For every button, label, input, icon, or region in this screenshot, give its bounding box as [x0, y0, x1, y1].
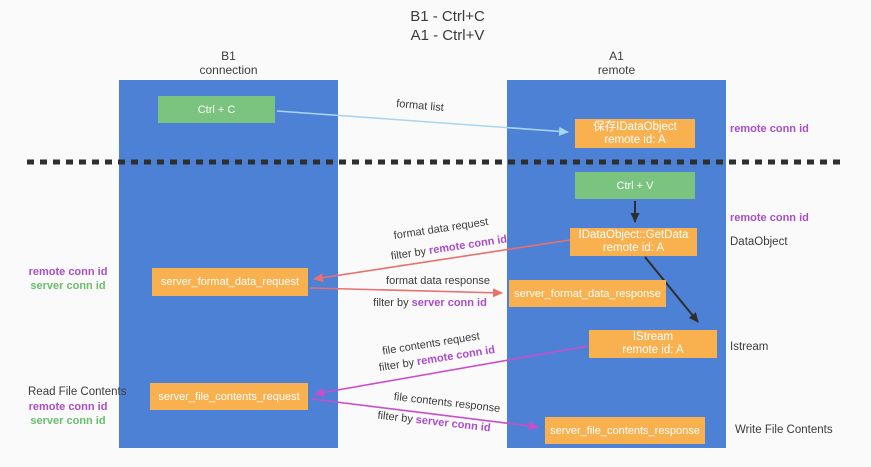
title-line-2: A1 - Ctrl+V: [410, 27, 485, 44]
save-idataobject-line2: remote id: A: [604, 133, 666, 146]
server-file-contents-response-label: server_file_contents_response: [550, 424, 700, 437]
save-idataobject-line1: 保存IDataObject: [593, 120, 677, 133]
server-file-contents-request-box: server_file_contents_request: [150, 383, 308, 410]
lane-a1-name: A1: [609, 49, 624, 63]
write-file-contents-annotation: Write File Contents: [735, 424, 833, 436]
lane-b1-name: B1: [221, 49, 236, 63]
dataobject-annotation: DataObject: [730, 236, 788, 248]
server-format-data-response-label: server_format_data_response: [514, 287, 661, 300]
save-idataobject-box: 保存IDataObject remote id: A: [575, 119, 695, 148]
remote-conn-id-text: remote conn id: [28, 401, 108, 413]
title-line-1: B1 - Ctrl+C: [410, 8, 485, 25]
format-data-response-arrow: [309, 287, 503, 298]
diagram-title: B1 - Ctrl+C A1 - Ctrl+V: [24, 7, 871, 45]
istream-annotation: Istream: [730, 341, 769, 353]
ctrl-c-label: Ctrl + C: [197, 103, 236, 116]
server-file-contents-response-box: server_file_contents_response: [545, 417, 705, 444]
remote-conn-id-annotation-mid: remote conn id: [730, 212, 809, 224]
read-file-contents-annotation: Read File Contents: [28, 386, 127, 398]
left-bottom-conn-id-annotation: remote conn id server conn id: [18, 400, 118, 428]
getdata-to-istream-arrow: [644, 256, 699, 323]
server-conn-id-text: server conn id: [411, 297, 487, 309]
server-conn-id-text: server conn id: [30, 280, 106, 292]
file-contents-request-arrow: [314, 345, 589, 397]
file-contents-response-arrow: [311, 398, 539, 431]
lane-header-b1: B1 connection: [119, 49, 338, 77]
lane-header-a1: A1 remote: [507, 49, 726, 77]
istream-line1: IStream: [632, 331, 674, 343]
filter-by-text: filter by: [373, 297, 409, 309]
remote-conn-id-text: remote conn id: [28, 266, 108, 278]
idataobject-getdata-box: IDataObject::GetData remote id: A: [570, 228, 697, 256]
server-conn-id-text: server conn id: [30, 415, 106, 427]
format-data-request-arrow: [313, 239, 571, 283]
istream-line2: remote id: A: [622, 344, 684, 356]
server-file-contents-request-label: server_file_contents_request: [158, 390, 300, 403]
lane-a1-type: remote: [597, 63, 636, 77]
ctrl-c-box: Ctrl + C: [158, 96, 275, 123]
getdata-line1: IDataObject::GetData: [578, 229, 689, 241]
format-list-arrow: [276, 110, 569, 136]
format-data-response-label: format data response: [386, 275, 490, 287]
ctrl-v-label: Ctrl + V: [616, 179, 654, 192]
remote-conn-id-annotation-top: remote conn id: [730, 123, 809, 135]
server-format-data-response-box: server_format_data_response: [509, 280, 666, 307]
getdata-line2: remote id: A: [602, 242, 665, 254]
left-mid-conn-id-annotation: remote conn id server conn id: [18, 265, 118, 293]
ctrl-v-box: Ctrl + V: [575, 172, 695, 199]
lane-b1-type: connection: [199, 63, 258, 77]
server-format-data-request-box: server_format_data_request: [152, 268, 308, 296]
server-format-data-request-label: server_format_data_request: [160, 276, 300, 288]
istream-box: IStream remote id: A: [589, 330, 717, 358]
